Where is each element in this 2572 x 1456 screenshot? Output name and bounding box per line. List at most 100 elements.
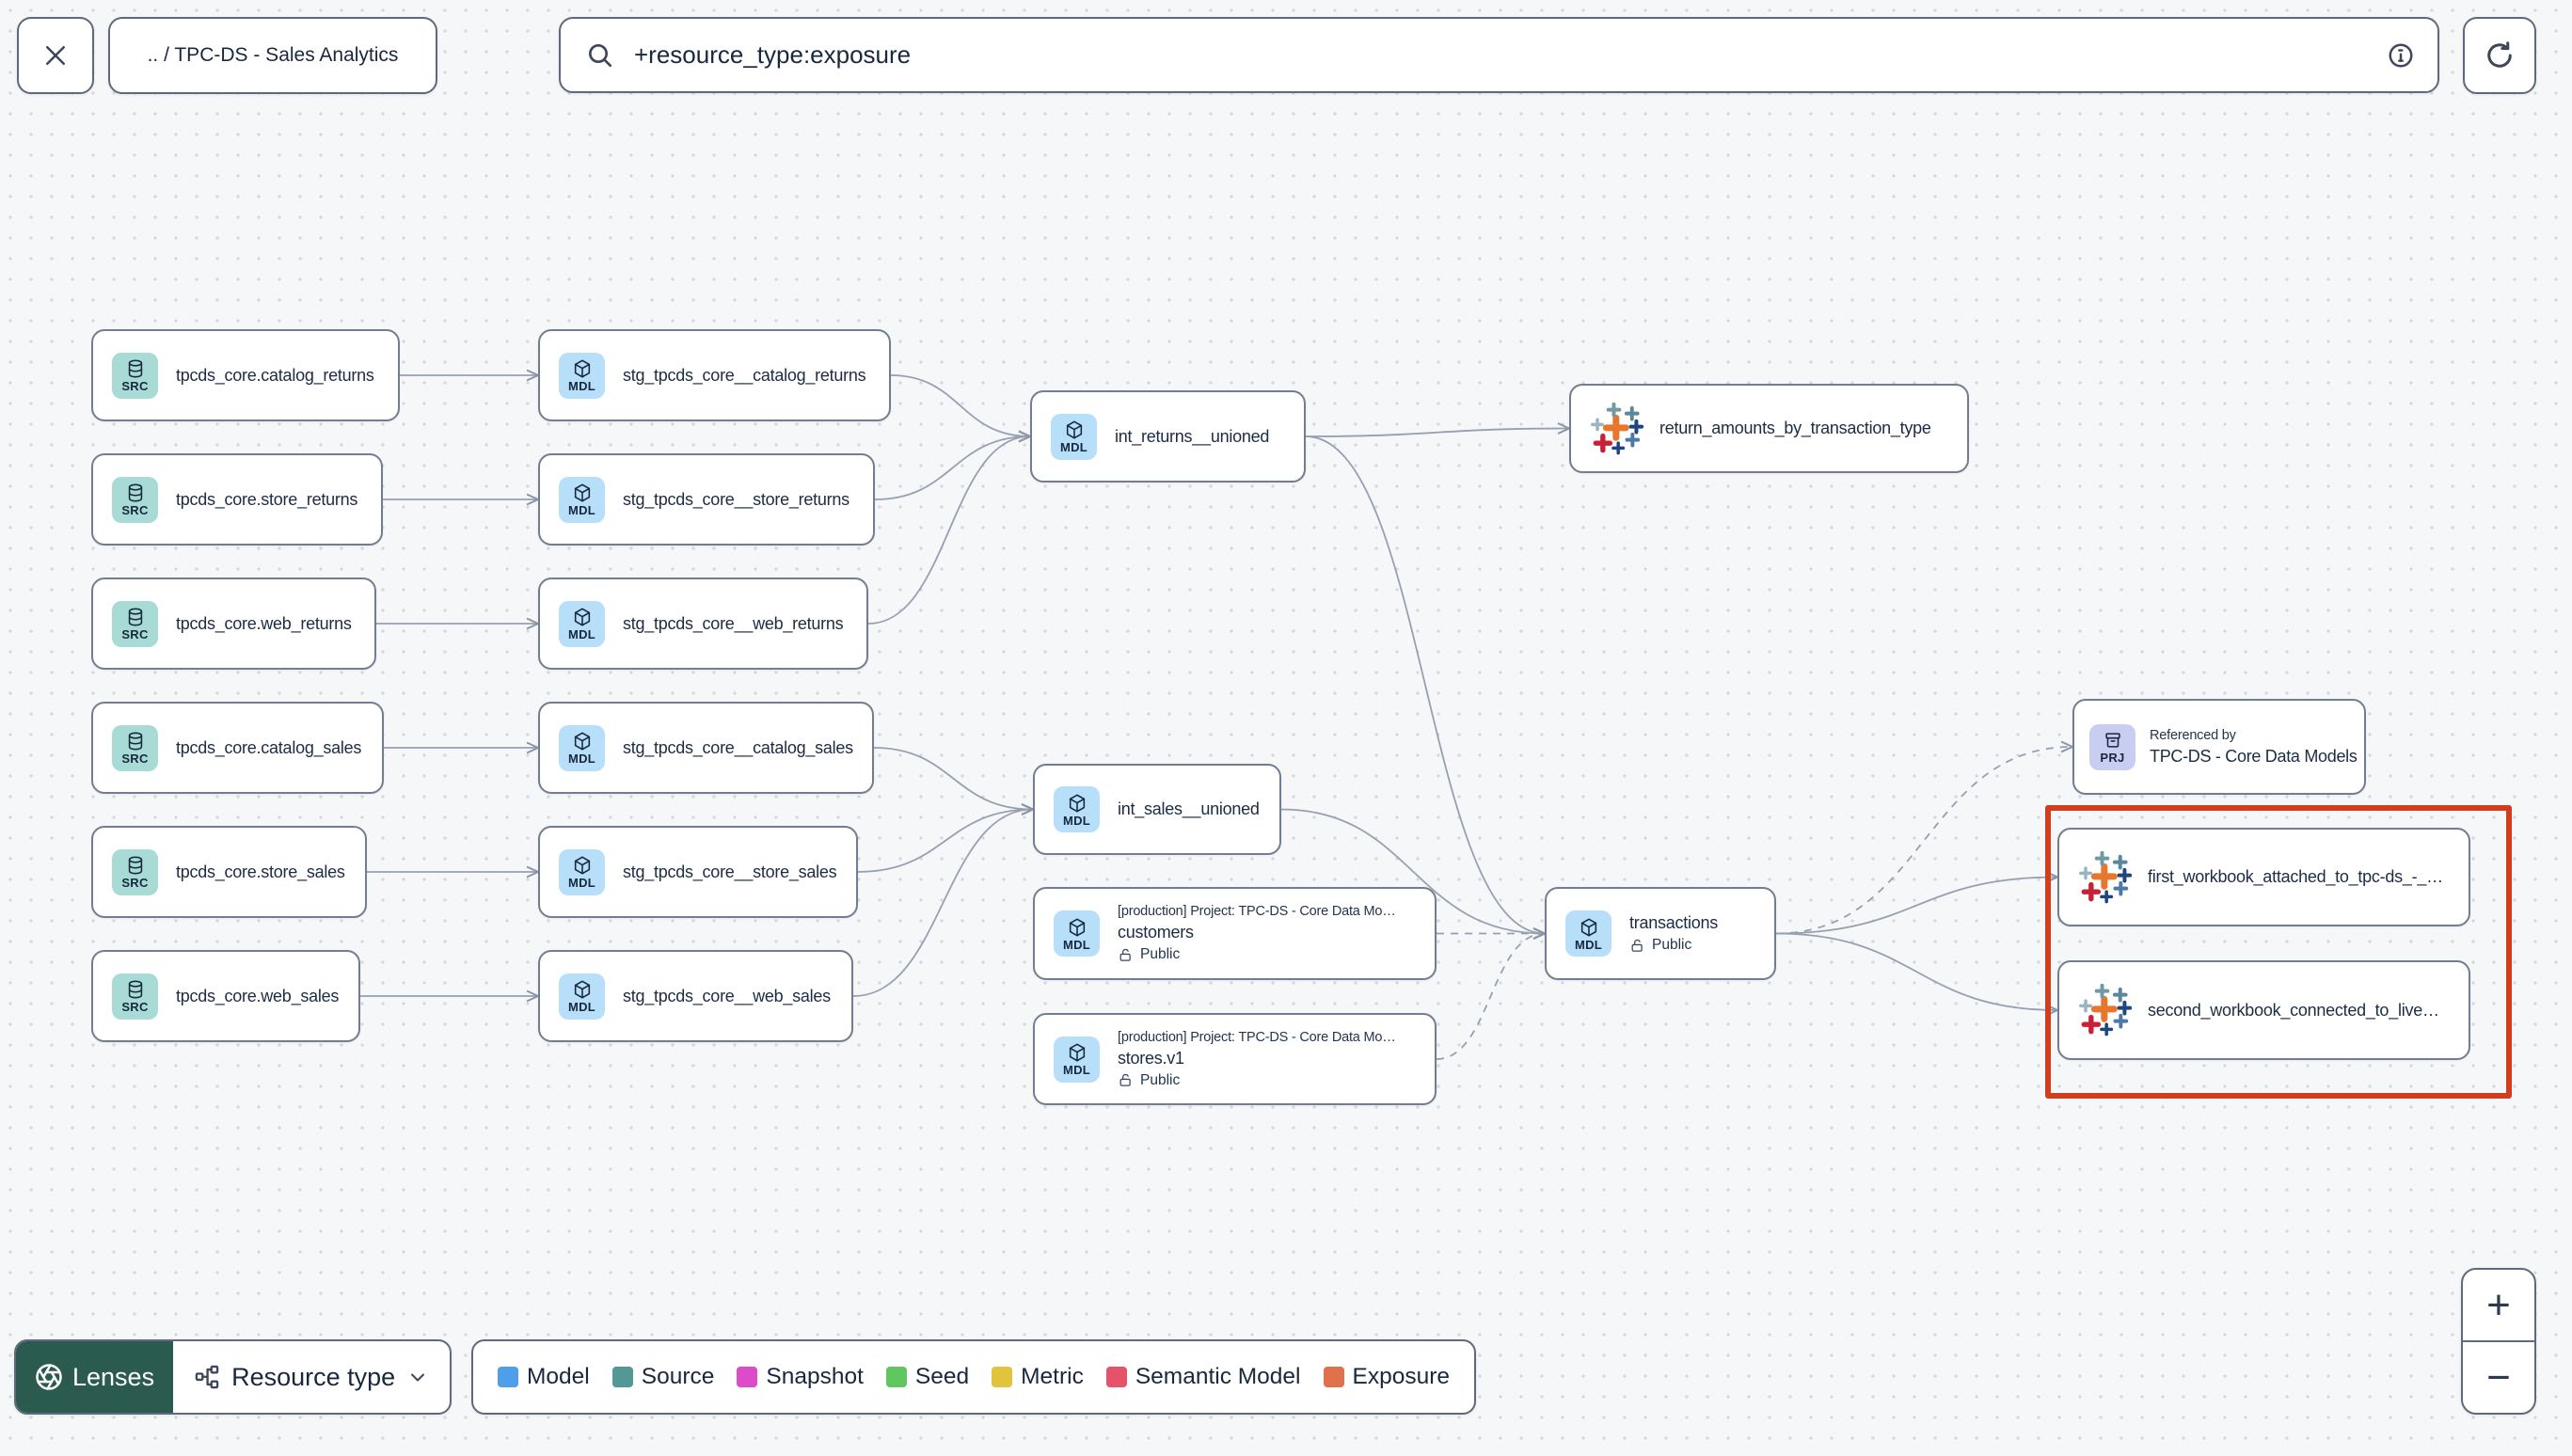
edge-stg_tpcds_core__web_sales-to-int_sales__unioned	[852, 803, 1036, 997]
node-stg-tpcds-core-catalog-returns[interactable]: MDL stg_tpcds_core__catalog_returns	[538, 329, 891, 421]
node-second-workbook[interactable]: second_workbook_connected_to_live…	[2057, 960, 2470, 1060]
seed-color-swatch	[885, 1367, 907, 1387]
breadcrumb[interactable]: .. / TPC-DS - Sales Analytics	[108, 17, 437, 94]
node-title: TPC-DS - Core Data Models	[2150, 746, 2358, 766]
node-title: tpcds_core.catalog_sales	[176, 737, 362, 757]
node-stg-tpcds-core-web-sales[interactable]: MDL stg_tpcds_core__web_sales	[538, 950, 853, 1042]
referenced-by-label: Referenced by	[2150, 727, 2236, 743]
source-badge: SRC	[112, 973, 158, 1020]
node-title: return_amounts_by_transaction_type	[1659, 419, 1931, 437]
lenses-button[interactable]: Lenses	[16, 1341, 174, 1413]
edge-stg_tpcds_core__web_returns-to-int_returns__unioned	[867, 430, 1033, 625]
node-title: stg_tpcds_core__store_returns	[623, 489, 849, 509]
search-bar[interactable]	[559, 17, 2439, 93]
legend-item-seed: Seed	[885, 1364, 969, 1390]
lenses-toolbar: Lenses Resource type	[14, 1339, 452, 1415]
edge-int_returns__unioned-to-transactions	[1305, 435, 1548, 940]
refresh-icon	[2487, 41, 2512, 68]
edge-stg_tpcds_core__catalog_sales-to-int_sales__unioned	[873, 747, 1036, 815]
lock-open-icon	[1118, 1072, 1134, 1088]
edge-transactions-to-first_workbook	[1775, 871, 2060, 935]
model-badge: MDL	[1054, 910, 1100, 957]
lock-open-icon	[1629, 938, 1645, 954]
node-return-amounts-by-transaction-type[interactable]: return_amounts_by_transaction_type	[1569, 384, 1969, 473]
model-color-swatch	[498, 1367, 518, 1387]
edge-stg_tpcds_core__store_returns-to-int_returns__unioned	[874, 430, 1033, 500]
node-tpcds-core-store-sales[interactable]: SRC tpcds_core.store_sales	[91, 826, 367, 918]
node-stg-tpcds-core-store-returns[interactable]: MDL stg_tpcds_core__store_returns	[538, 453, 875, 546]
refresh-button[interactable]	[2463, 17, 2536, 94]
info-icon[interactable]	[2387, 41, 2415, 70]
access-badge: Public	[1629, 937, 1718, 954]
node-title: second_workbook_connected_to_live…	[2148, 1000, 2439, 1020]
access-badge: Public	[1118, 1072, 1396, 1089]
node-transactions[interactable]: MDL transactions Public	[1545, 887, 1776, 980]
node-referenced-by-project[interactable]: PRJ Referenced by TPC-DS - Core Data Mod…	[2072, 699, 2366, 795]
zoom-out-button[interactable]: −	[2463, 1340, 2534, 1413]
node-title: first_workbook_attached_to_tpc-ds_-_…	[2148, 867, 2443, 886]
chevron-down-icon	[411, 1373, 425, 1382]
metric-color-swatch	[992, 1367, 1013, 1387]
model-badge: MDL	[559, 724, 605, 771]
zoom-controls: + −	[2461, 1268, 2536, 1415]
resource-type-dropdown[interactable]: Resource type	[173, 1341, 450, 1413]
node-tpcds-core-catalog-returns[interactable]: SRC tpcds_core.catalog_returns	[91, 329, 400, 421]
node-project-subtitle: [production] Project: TPC-DS - Core Data…	[1118, 1029, 1396, 1045]
node-stg-tpcds-core-catalog-sales[interactable]: MDL stg_tpcds_core__catalog_sales	[538, 702, 874, 794]
node-int-sales-unioned[interactable]: MDL int_sales__unioned	[1033, 764, 1281, 855]
node-stg-tpcds-core-web-returns[interactable]: MDL stg_tpcds_core__web_returns	[538, 578, 868, 670]
node-tpcds-core-web-returns[interactable]: SRC tpcds_core.web_returns	[91, 578, 376, 670]
tableau-icon	[2078, 850, 2133, 905]
legend-item-exposure: Exposure	[1323, 1364, 1450, 1390]
semantic-model-color-swatch	[1105, 1367, 1127, 1387]
close-button[interactable]	[17, 17, 94, 94]
search-input[interactable]	[632, 40, 2370, 71]
node-stg-tpcds-core-store-sales[interactable]: MDL stg_tpcds_core__store_sales	[538, 826, 858, 918]
node-title: stores.v1	[1118, 1048, 1184, 1068]
zoom-in-button[interactable]: +	[2486, 1281, 2511, 1328]
node-title: tpcds_core.web_sales	[176, 986, 340, 1005]
source-badge: SRC	[112, 848, 158, 895]
node-title: int_sales__unioned	[1118, 799, 1260, 818]
resource-type-legend: Model Source Snapshot Seed Metric Semant…	[471, 1339, 1477, 1415]
node-title: tpcds_core.store_sales	[176, 862, 345, 881]
aperture-icon	[36, 1364, 62, 1390]
source-color-swatch	[611, 1367, 633, 1387]
node-tpcds-core-catalog-sales[interactable]: SRC tpcds_core.catalog_sales	[91, 702, 384, 794]
model-badge: MDL	[1565, 910, 1611, 957]
search-icon	[589, 43, 611, 67]
model-badge: MDL	[1051, 413, 1097, 460]
legend-item-snapshot: Snapshot	[737, 1364, 864, 1390]
node-title: stg_tpcds_core__catalog_sales	[623, 737, 853, 757]
node-title: stg_tpcds_core__web_returns	[623, 613, 844, 633]
edge-stg_tpcds_core__store_sales-to-int_sales__unioned	[857, 803, 1036, 873]
source-badge: SRC	[112, 476, 158, 523]
node-project-subtitle: [production] Project: TPC-DS - Core Data…	[1118, 904, 1396, 919]
model-badge: MDL	[559, 476, 605, 523]
model-badge: MDL	[559, 352, 605, 399]
exposure-color-swatch	[1323, 1367, 1344, 1387]
node-title: stg_tpcds_core__store_sales	[623, 862, 837, 881]
legend-item-source: Source	[611, 1364, 714, 1390]
node-title: transactions	[1629, 913, 1719, 932]
node-first-workbook[interactable]: first_workbook_attached_to_tpc-ds_-_…	[2057, 828, 2470, 926]
edge-int_returns__unioned-to-return_amounts_by_transaction_type	[1305, 422, 1572, 437]
node-int-returns-unioned[interactable]: MDL int_returns__unioned	[1030, 390, 1306, 483]
edge-stg_tpcds_core__catalog_returns-to-int_returns__unioned	[890, 374, 1033, 443]
lock-open-icon	[1118, 947, 1134, 963]
project-badge: PRJ	[2089, 723, 2135, 770]
node-title: customers	[1118, 923, 1194, 942]
node-title: tpcds_core.store_returns	[176, 489, 358, 509]
node-tpcds-core-web-sales[interactable]: SRC tpcds_core.web_sales	[91, 950, 360, 1042]
node-title: tpcds_core.catalog_returns	[176, 365, 374, 385]
node-tpcds-core-store-returns[interactable]: SRC tpcds_core.store_returns	[91, 453, 383, 546]
model-badge: MDL	[559, 600, 605, 647]
legend-item-semantic-model: Semantic Model	[1105, 1364, 1301, 1390]
legend-item-model: Model	[498, 1364, 590, 1390]
model-badge: MDL	[1054, 1036, 1100, 1083]
node-title: int_returns__unioned	[1115, 426, 1270, 446]
node-stores-v1[interactable]: MDL [production] Project: TPC-DS - Core …	[1033, 1013, 1437, 1105]
tableau-icon	[1590, 402, 1644, 456]
node-customers[interactable]: MDL [production] Project: TPC-DS - Core …	[1033, 887, 1437, 980]
